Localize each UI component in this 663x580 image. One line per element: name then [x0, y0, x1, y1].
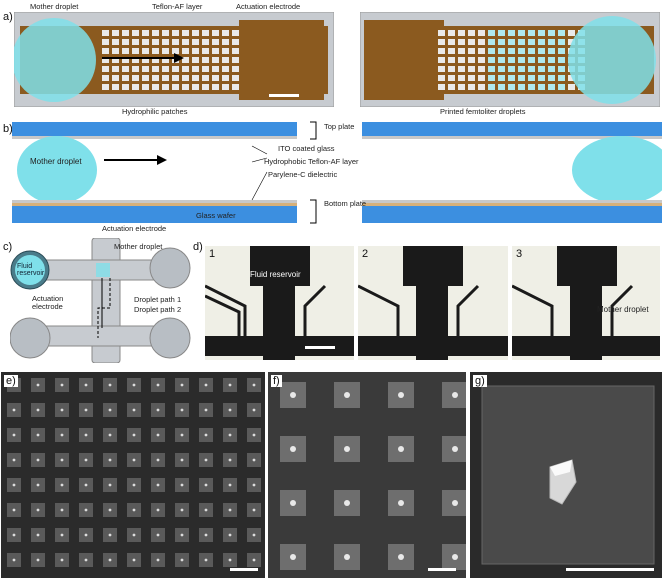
- label-parylene: Parylene-C dielectric: [268, 170, 338, 179]
- label-mother-droplet-c: Mother droplet: [114, 242, 163, 251]
- label-mother-droplet-a: Mother droplet: [30, 2, 79, 11]
- label-fluid-reservoir-c: Fluid reservoir: [17, 263, 45, 277]
- label-top-plate: Top plate: [324, 122, 355, 131]
- frame-number-3: 3: [516, 248, 523, 260]
- label-ito: ITO coated glass: [278, 144, 335, 153]
- panel-b-cross-section: [12, 121, 662, 224]
- panel-f-label: f): [271, 375, 282, 388]
- label-mother-droplet-b: Mother droplet: [30, 157, 82, 166]
- label-electrode-b: Actuation electrode: [102, 224, 167, 233]
- panel-d-label: d): [193, 241, 203, 253]
- label-path1: Droplet path 1: [134, 295, 182, 304]
- panel-a-right-diagram: [360, 12, 660, 107]
- panel-d-frame-2: 2: [358, 246, 508, 360]
- panel-c-chip-layout: [10, 238, 191, 363]
- label-teflon-a: Teflon-AF layer: [152, 2, 203, 11]
- scale-bar-g: [566, 568, 654, 571]
- panel-a-label: a): [3, 11, 13, 23]
- panel-e-sem: e): [1, 372, 265, 578]
- panel-f-sem: f): [268, 372, 466, 578]
- frame-number-2: 2: [362, 248, 369, 260]
- label-bottom-plate: Bottom plate: [324, 199, 367, 208]
- panel-b-label: b): [3, 123, 13, 135]
- panel-g-sem: g): [470, 372, 662, 578]
- label-printed-droplets-a: Printed femtoliter droplets: [440, 107, 526, 116]
- panel-d-frame-3: 3 Mother droplet: [512, 246, 660, 360]
- panel-g-label: g): [473, 375, 487, 388]
- label-electrode-a: Actuation electrode: [236, 2, 301, 11]
- panel-c-label: c): [3, 241, 13, 253]
- label-hydrophilic-a: Hydrophilic patches: [122, 107, 188, 116]
- label-path2: Droplet path 2: [134, 305, 182, 314]
- frame-number-1: 1: [209, 248, 216, 260]
- scale-bar-f: [428, 568, 456, 571]
- label-glass: Glass wafer: [196, 211, 236, 220]
- mother-droplet-right: [568, 16, 656, 104]
- mother-droplet: [14, 18, 96, 102]
- label-mother-droplet-d: Mother droplet: [597, 305, 649, 314]
- label-actuation-electrode-c: Actuation electrode: [32, 294, 64, 311]
- label-fluid-reservoir-d: Fluid reservoir: [250, 270, 301, 279]
- panel-e-label: e): [4, 375, 18, 388]
- panel-d-frame-1: 1 Fluid reservoir: [205, 246, 354, 360]
- panel-a-left-diagram: [14, 12, 334, 107]
- scale-bar-e: [230, 568, 258, 571]
- label-teflon-b: Hydrophobic Teflon-AF layer: [264, 157, 359, 166]
